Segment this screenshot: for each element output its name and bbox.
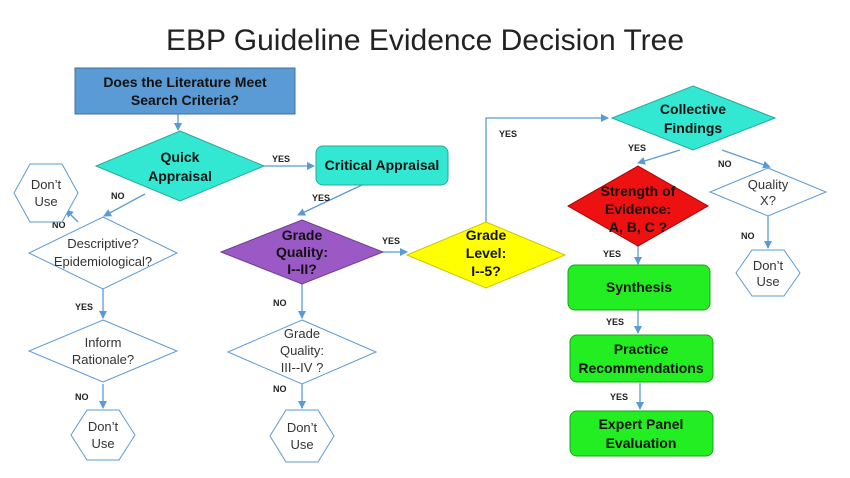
edge-label-yes: YES — [606, 317, 624, 327]
edge-label-no: NO — [741, 231, 755, 241]
svg-text:Don’t: Don’t — [753, 258, 784, 273]
edge-label-yes: YES — [610, 392, 628, 402]
node-dont-use-4: Don’t Use — [735, 249, 801, 297]
edge-label-yes: YES — [312, 193, 330, 203]
svg-text:Use: Use — [290, 437, 313, 452]
node-strength-of-evidence: Strength of Evidence: A, B, C ? — [566, 165, 710, 247]
svg-text:Use: Use — [91, 436, 114, 451]
node-synthesis: Synthesis — [567, 264, 711, 311]
svg-text:Grade: Grade — [282, 227, 323, 243]
node-quality-x: Quality X? — [708, 167, 828, 217]
svg-text:Does the Literature Meet: Does the Literature Meet — [103, 74, 267, 90]
svg-text:Evidence:: Evidence: — [605, 201, 671, 217]
edge-label-no: NO — [75, 392, 89, 402]
svg-text:Collective: Collective — [660, 101, 726, 117]
node-practice-recommendations: Practice Recommendations — [569, 334, 714, 383]
node-critical-appraisal: Critical Appraisal — [315, 145, 449, 186]
svg-text:Rationale?: Rationale? — [72, 352, 134, 367]
node-dont-use-1: Don’t Use — [13, 163, 79, 223]
node-descriptive: Descriptive? Epidemiological? — [27, 216, 179, 290]
svg-text:I--5?: I--5? — [471, 263, 501, 279]
svg-text:Don’t: Don’t — [287, 420, 318, 435]
svg-text:I--II?: I--II? — [287, 261, 317, 277]
svg-text:Quality:: Quality: — [276, 244, 328, 260]
svg-text:Appraisal: Appraisal — [148, 168, 212, 184]
svg-text:Practice: Practice — [614, 341, 669, 357]
edge-label-yes: YES — [603, 249, 621, 259]
node-inform-rationale: Inform Rationale? — [27, 319, 179, 383]
diagram-title: EBP Guideline Evidence Decision Tree — [166, 24, 684, 57]
svg-text:Findings: Findings — [664, 120, 723, 136]
svg-text:Level:: Level: — [466, 245, 506, 261]
arrow-collective-to-quality-x — [721, 149, 771, 169]
svg-text:Critical Appraisal: Critical Appraisal — [325, 157, 440, 173]
node-dont-use-2: Don’t Use — [70, 409, 136, 461]
node-grade-quality-1: Grade Quality: I--II? — [219, 219, 385, 285]
svg-text:Synthesis: Synthesis — [606, 279, 672, 295]
edge-label-no: NO — [273, 298, 287, 308]
node-grade-quality-2: Grade Quality: III--IV ? — [226, 319, 378, 385]
svg-text:Search Criteria?: Search Criteria? — [131, 92, 239, 108]
svg-text:III--IV ?: III--IV ? — [281, 360, 324, 375]
svg-text:Don’t: Don’t — [88, 419, 119, 434]
svg-text:Grade: Grade — [284, 326, 320, 341]
svg-text:Epidemiological?: Epidemiological? — [54, 254, 152, 269]
edge-label-yes: YES — [628, 143, 646, 153]
edge-labels: YES YES YES YES YES YES YES YES YES NO N… — [52, 129, 755, 402]
node-grade-level: Grade Level: I--5? — [405, 221, 567, 289]
svg-text:A, B, C ?: A, B, C ? — [609, 219, 667, 235]
svg-text:Don’t: Don’t — [31, 177, 62, 192]
node-quick-appraisal: Quick Appraisal — [94, 130, 266, 202]
edge-label-yes: YES — [499, 129, 517, 139]
svg-text:Descriptive?: Descriptive? — [67, 236, 139, 251]
arrow-critical-to-grade — [297, 184, 363, 216]
node-expert-panel: Expert Panel Evaluation — [569, 410, 714, 457]
node-search-criteria: Does the Literature Meet Search Criteria… — [74, 67, 296, 115]
arrow-level-to-collective — [485, 114, 609, 222]
node-dont-use-3: Don’t Use — [269, 409, 335, 463]
connectors — [65, 114, 772, 410]
svg-text:Evaluation: Evaluation — [606, 435, 677, 451]
svg-text:X?: X? — [760, 193, 776, 208]
svg-text:Expert Panel: Expert Panel — [599, 416, 684, 432]
svg-text:Inform: Inform — [85, 335, 122, 350]
edge-label-yes: YES — [75, 302, 93, 312]
edge-label-no: NO — [273, 384, 287, 394]
svg-text:Quick: Quick — [161, 149, 200, 165]
svg-text:Strength of: Strength of — [601, 183, 676, 199]
edge-label-yes: YES — [272, 154, 290, 164]
svg-text:Use: Use — [756, 274, 779, 289]
edge-label-no: NO — [718, 159, 732, 169]
svg-text:Grade: Grade — [466, 227, 507, 243]
arrow-collective-to-strength — [637, 149, 681, 165]
svg-text:Quality:: Quality: — [280, 343, 324, 358]
node-collective-findings: Collective Findings — [610, 85, 777, 151]
svg-text:Use: Use — [34, 194, 57, 209]
arrow-quick-to-descriptive — [103, 193, 146, 217]
edge-label-yes: YES — [382, 236, 400, 246]
edge-label-no: NO — [52, 220, 66, 230]
svg-text:Quality: Quality — [748, 177, 789, 192]
edge-label-no: NO — [111, 191, 125, 201]
svg-text:Recommendations: Recommendations — [578, 360, 703, 376]
